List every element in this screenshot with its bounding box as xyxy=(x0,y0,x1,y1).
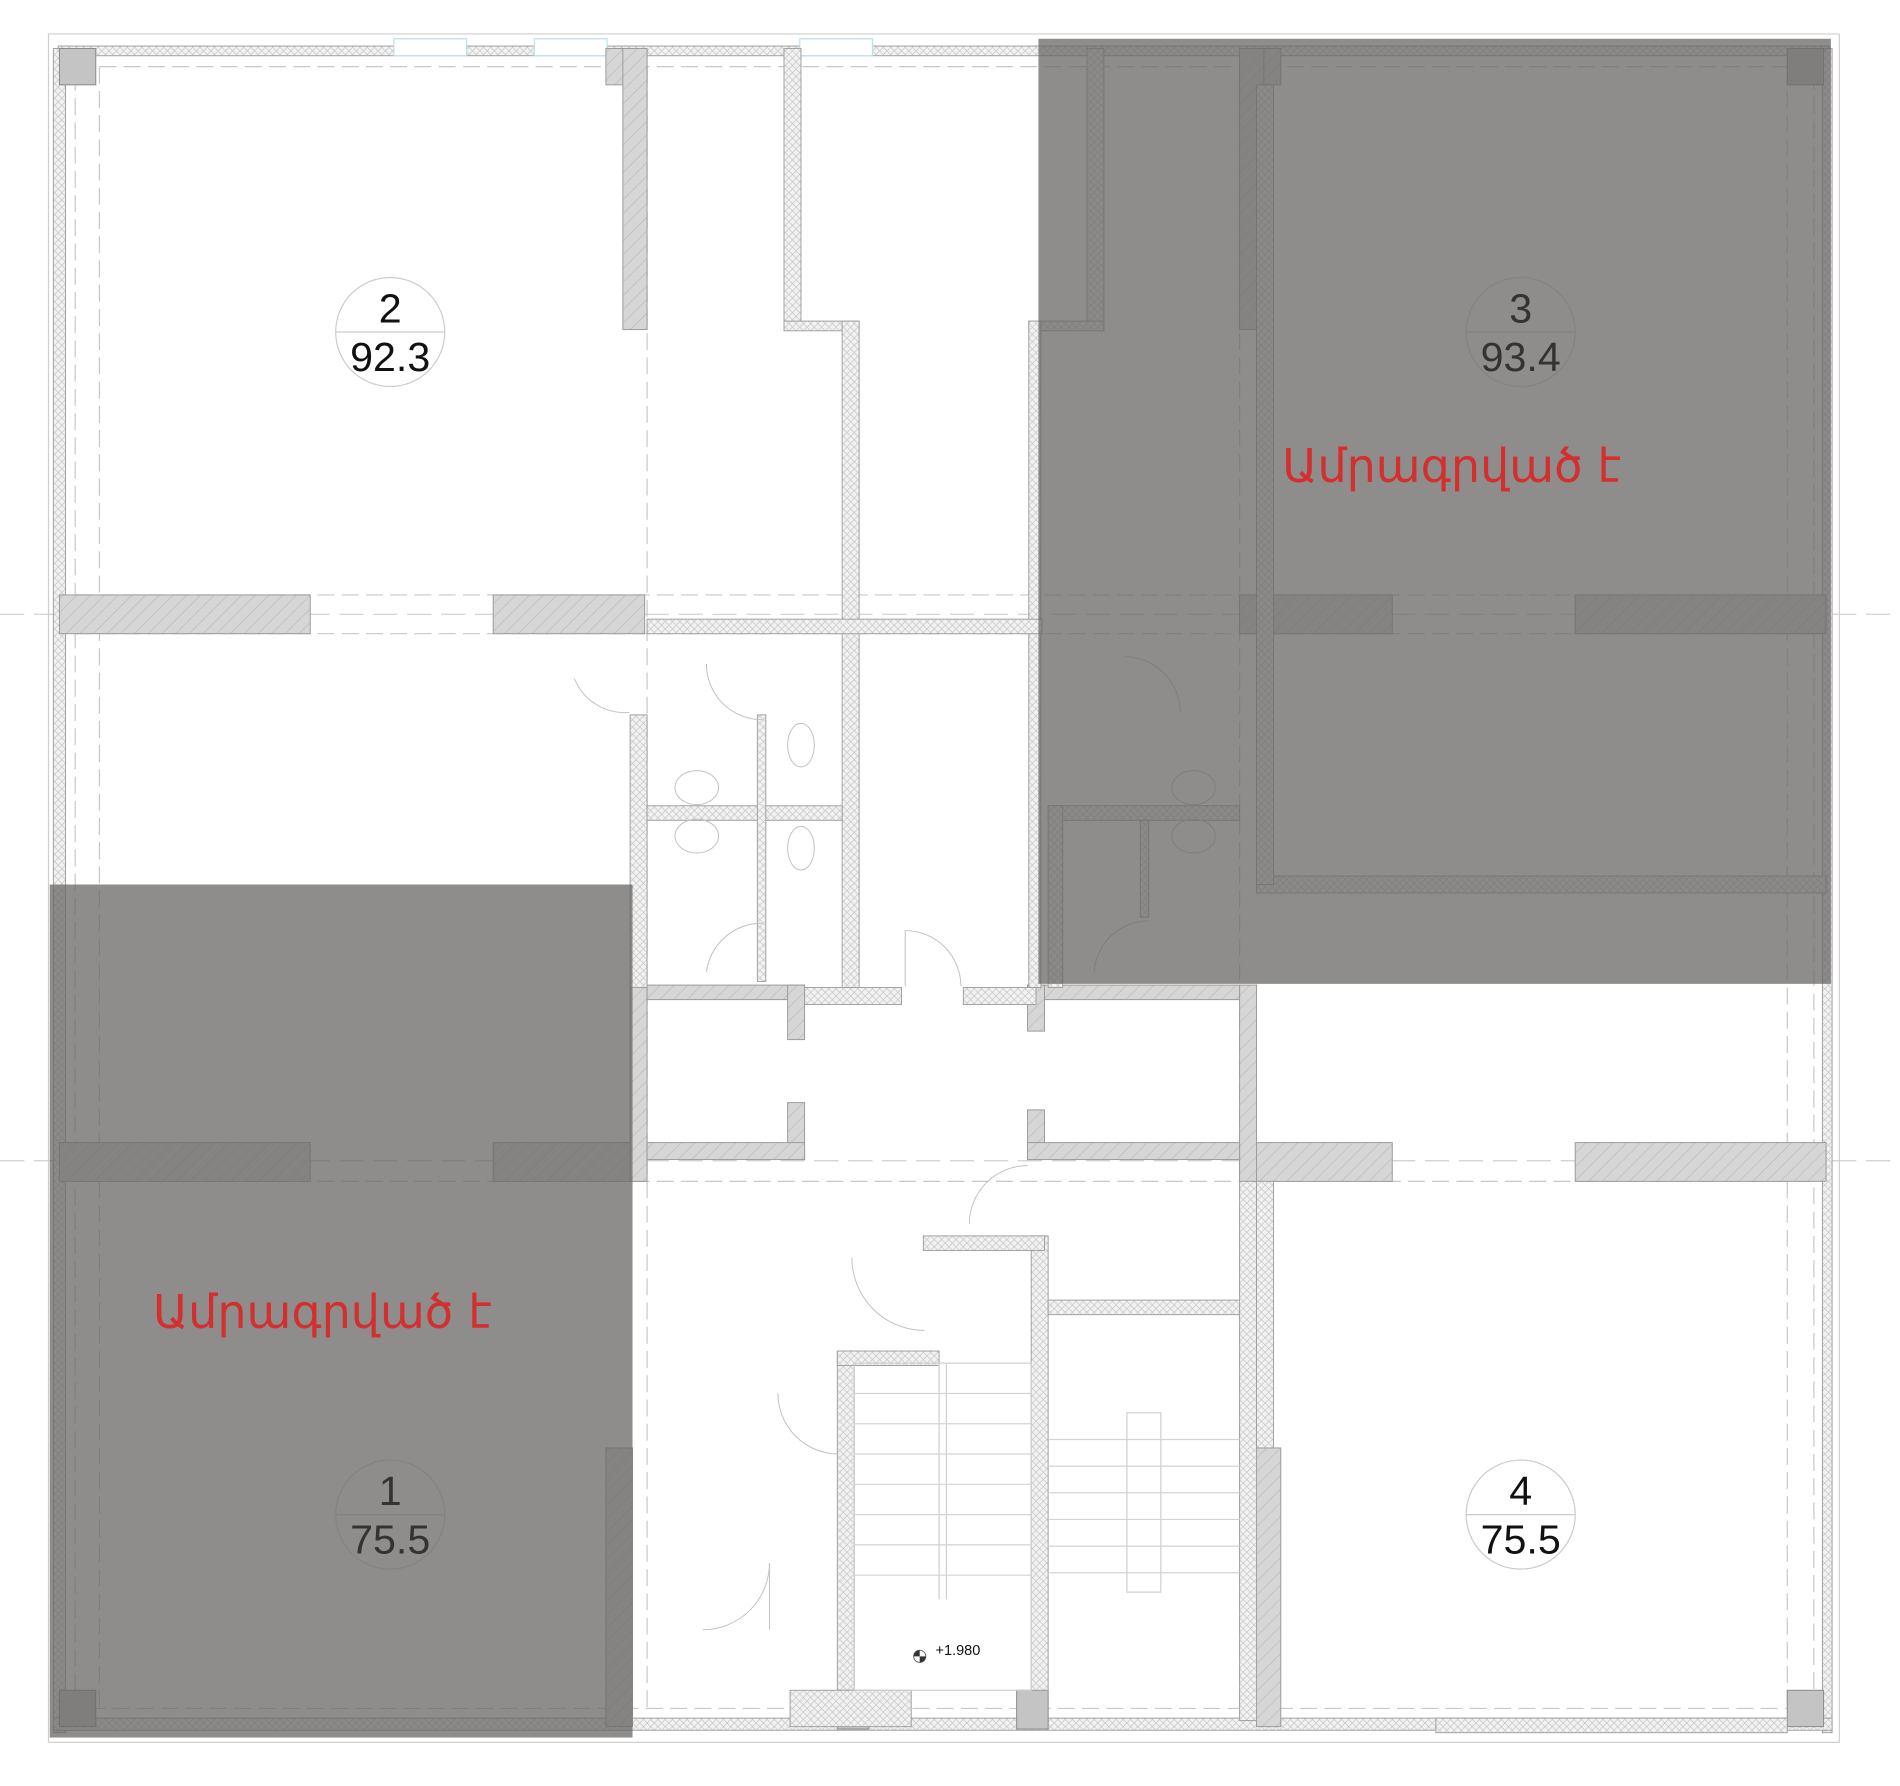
room-tag-4[interactable]: 4 75.5 xyxy=(1465,1459,1576,1570)
elevation-label: +1.980 xyxy=(935,1643,980,1659)
room-number: 1 xyxy=(379,1468,402,1514)
room-number: 2 xyxy=(379,285,402,331)
reserved-label: Ամրագրված է xyxy=(153,1285,492,1339)
reserved-label: Ամրագրված է xyxy=(1282,439,1621,493)
elevation-marker: +1.980 xyxy=(913,1643,980,1663)
reserved-unit-3[interactable]: Ամրագրված է xyxy=(1038,38,1831,984)
room-number: 3 xyxy=(1509,285,1532,331)
staircase xyxy=(853,1362,1240,1691)
room-area: 75.5 xyxy=(1481,1516,1561,1562)
room-tag-3[interactable]: 3 93.4 xyxy=(1465,276,1576,388)
room-number: 4 xyxy=(1509,1468,1532,1514)
room-area: 92.3 xyxy=(350,334,430,380)
room-area: 93.4 xyxy=(1481,334,1561,380)
room-tag-1[interactable]: 1 75.5 xyxy=(335,1459,446,1570)
room-tag-2[interactable]: 2 92.3 xyxy=(335,276,446,388)
room-area: 75.5 xyxy=(350,1516,430,1562)
reserved-unit-1[interactable]: Ամրագրված է xyxy=(49,884,633,1738)
